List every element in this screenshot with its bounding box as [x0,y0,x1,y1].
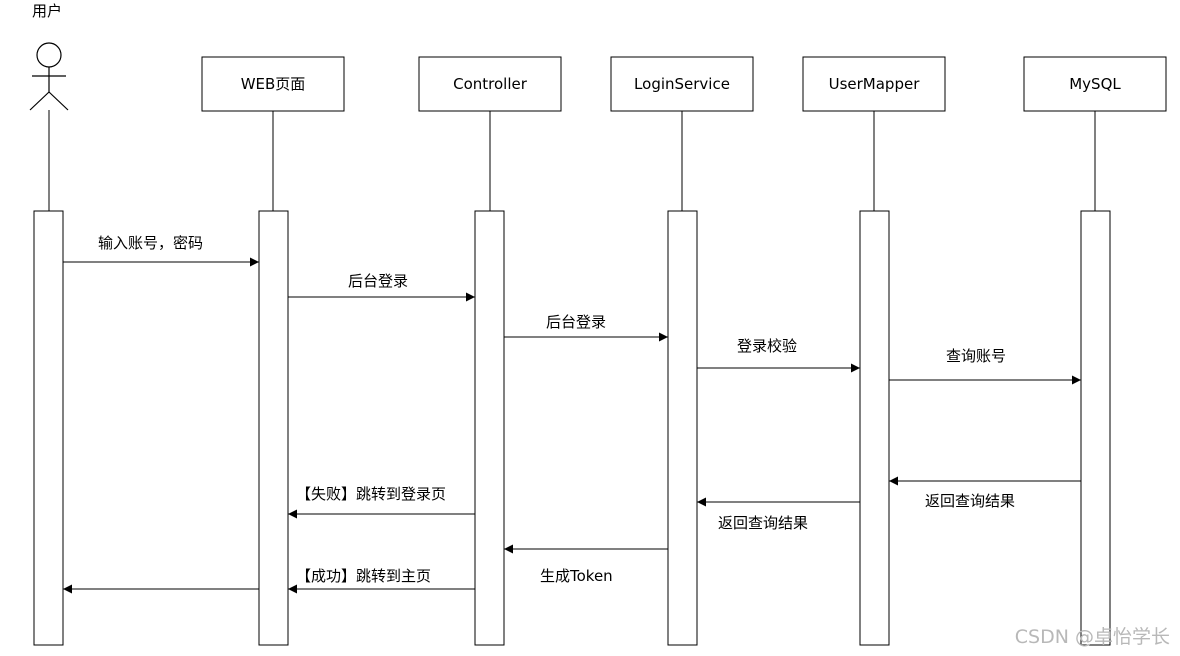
message-label-backend-login-1: 后台登录 [348,272,408,290]
participant-label-web: WEB页面 [241,75,306,93]
activation-mapper [859,210,890,646]
message-label-success-redirect: 【成功】跳转到主页 [296,567,431,585]
message-label-fail-redirect: 【失败】跳转到登录页 [296,485,446,503]
participant-box-web [201,56,345,112]
participant-box-service [610,56,754,112]
actor-label: 用户 [32,2,62,20]
participant-label-controller: Controller [453,75,528,93]
activation-user [33,210,64,646]
message-label-query-account: 查询账号 [946,347,1006,365]
activation-service [667,210,698,646]
watermark: CSDN @卓怡学长 [1015,626,1170,648]
participant-box-db [1023,56,1167,112]
message-label-generate-token: 生成Token [540,567,613,585]
message-label-return-result-mapper: 返回查询结果 [718,514,808,532]
activation-db [1080,210,1111,646]
stick-figure-icon [29,42,69,111]
message-label-input-credentials: 输入账号，密码 [98,234,203,252]
message-label-login-verify: 登录校验 [737,337,797,355]
activation-web [258,210,289,646]
message-label-backend-login-2: 后台登录 [546,313,606,331]
message-label-return-result-db: 返回查询结果 [925,492,1015,510]
participant-label-db: MySQL [1069,75,1121,93]
participant-label-mapper: UserMapper [829,75,921,93]
activation-controller [474,210,505,646]
participant-box-mapper [802,56,946,112]
participant-label-service: LoginService [634,75,730,93]
